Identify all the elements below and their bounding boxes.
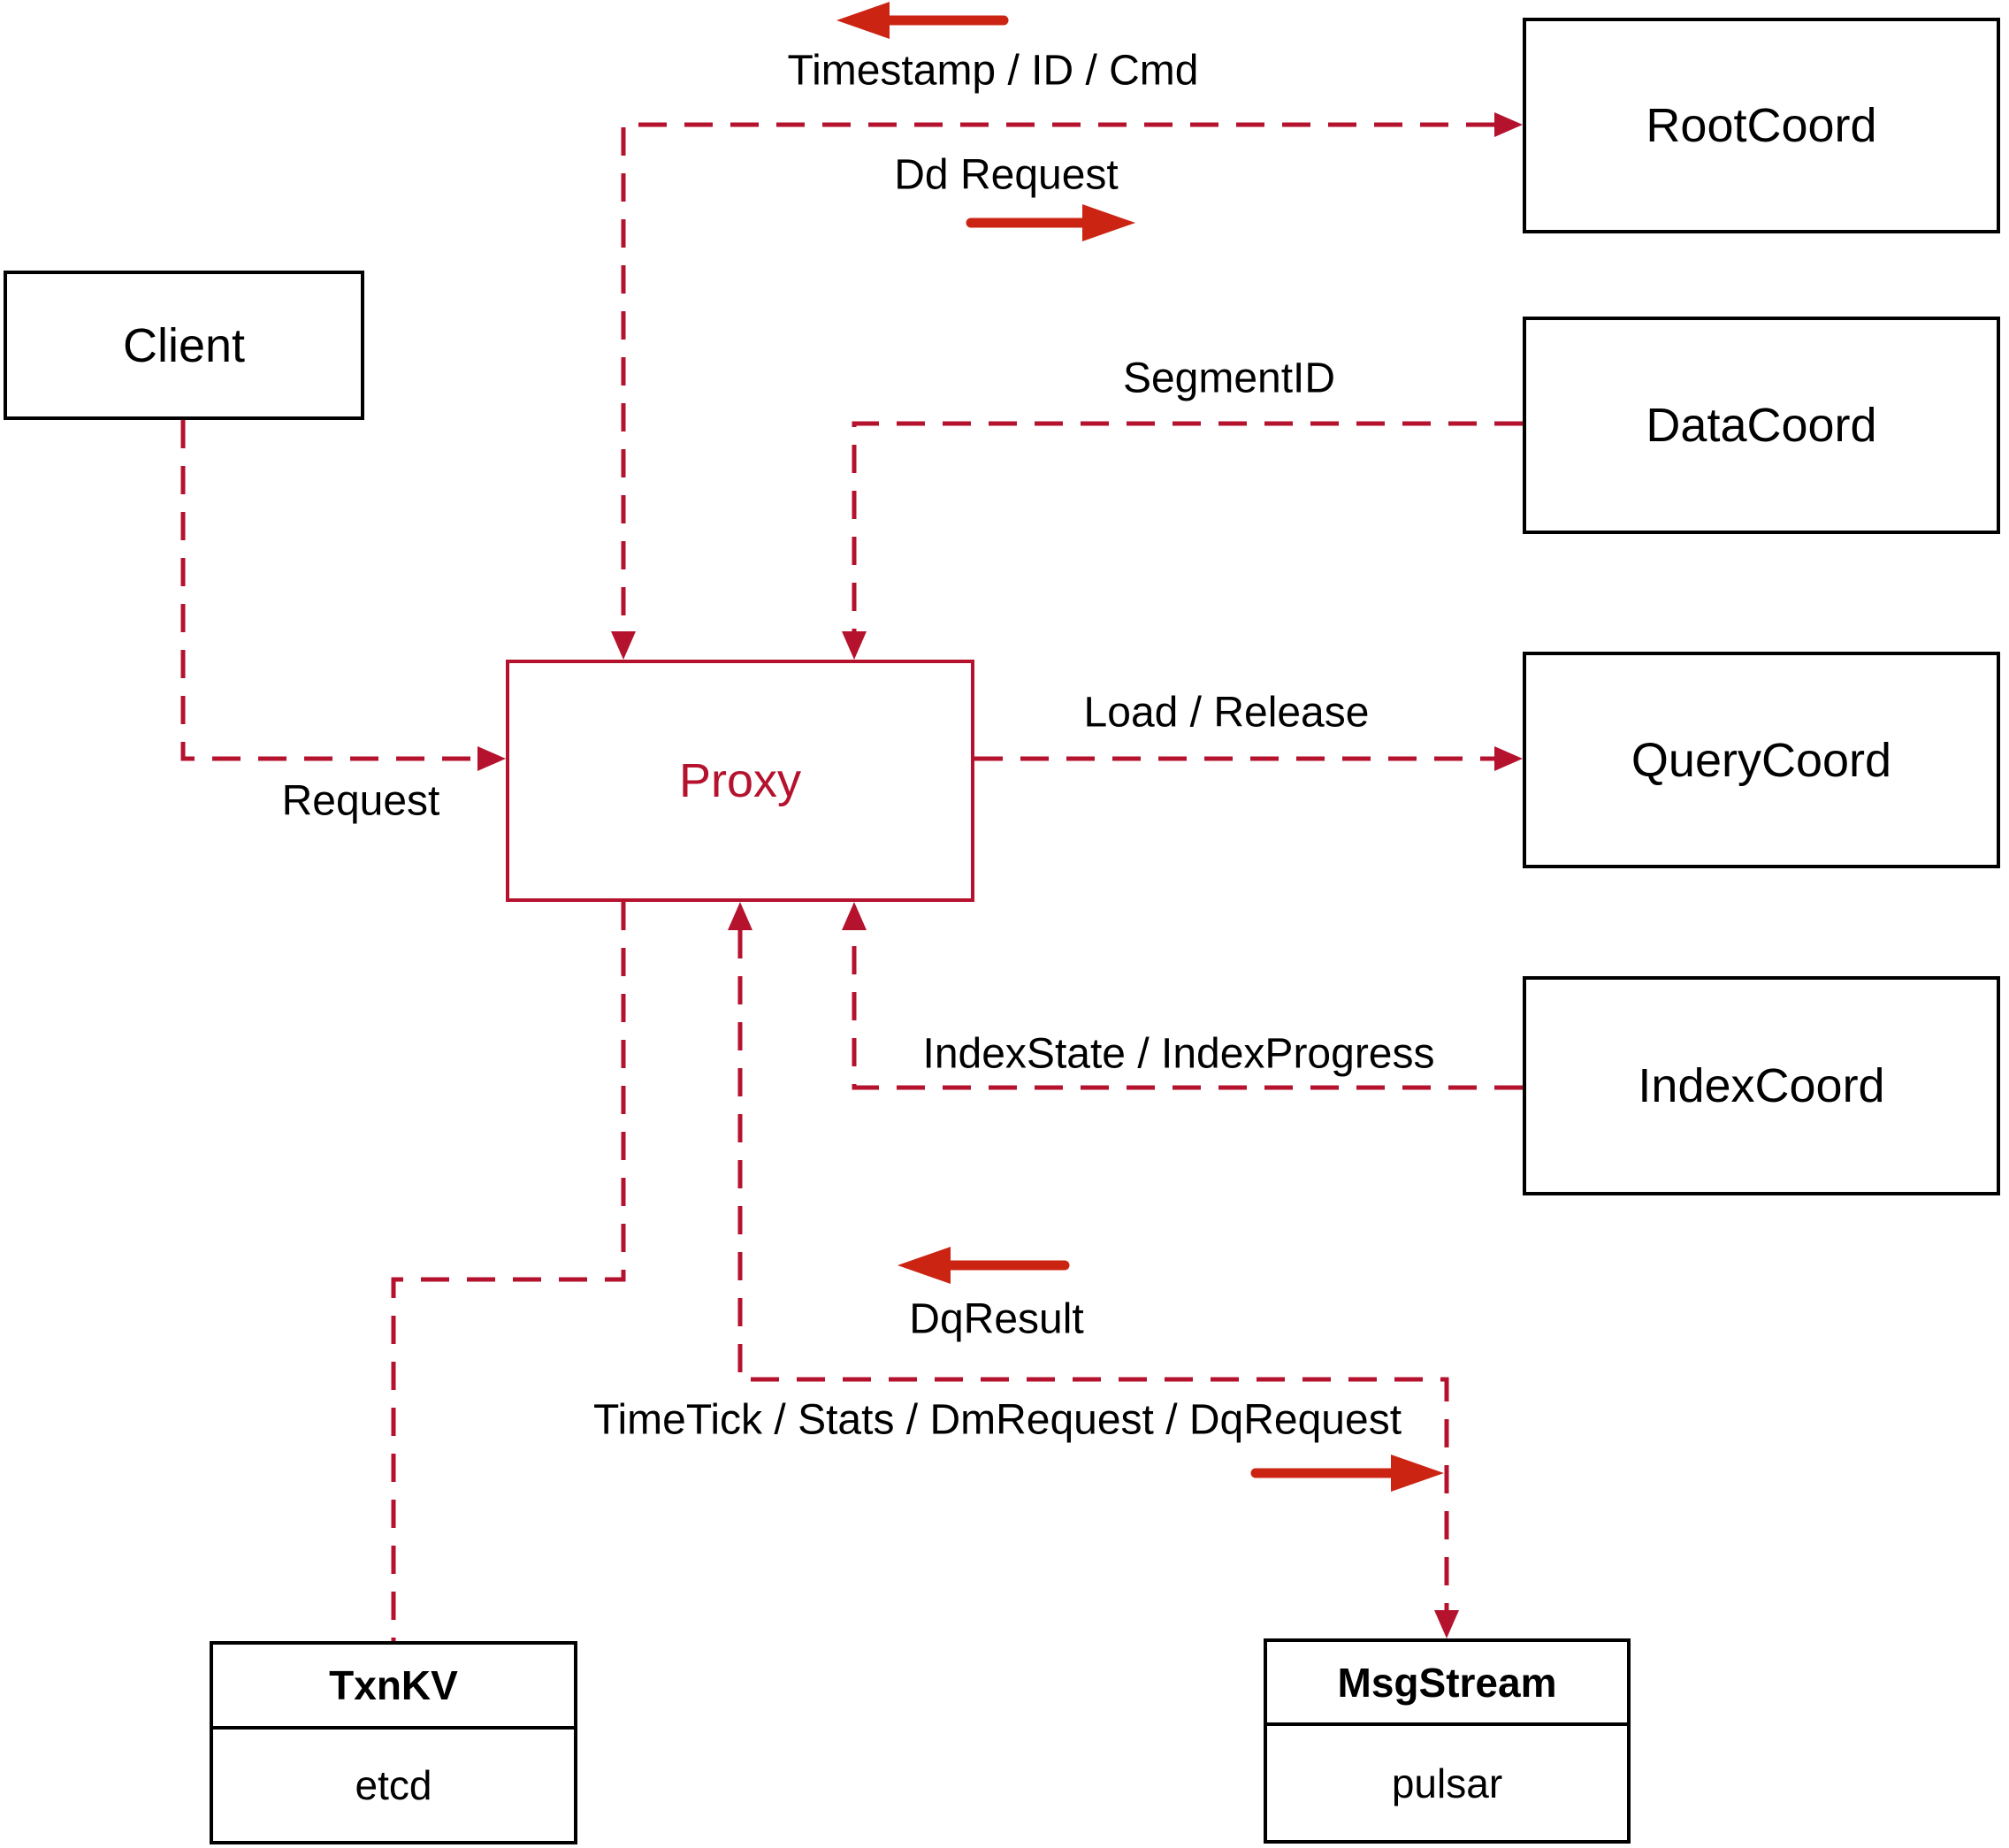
txnkv-body: etcd xyxy=(213,1730,574,1841)
left-arrow-icon xyxy=(836,2,890,39)
right-arrow-icon xyxy=(1082,204,1135,241)
right-arrow-icon xyxy=(1391,1455,1444,1492)
direction-arrow-msgstream-to-proxy xyxy=(898,1247,1070,1284)
node-txnkv-label: TxnKV xyxy=(329,1662,458,1708)
edge-datacoord-proxy xyxy=(842,421,1523,660)
arrowhead-into-proxy-left xyxy=(477,746,506,771)
edge-proxy-querycoord xyxy=(974,746,1523,771)
edge-client-proxy xyxy=(180,420,506,771)
edge-label-load-release: Load / Release xyxy=(1083,689,1370,737)
arrowhead-into-proxy-bottom-left xyxy=(728,902,752,930)
edge-indexcoord-proxy xyxy=(842,902,1523,1090)
node-proxy: Proxy xyxy=(506,660,974,902)
edge-label-timestamp-id-cmd: Timestamp / ID / Cmd xyxy=(787,47,1199,95)
node-msgstream-label: MsgStream xyxy=(1337,1659,1557,1706)
direction-arrow-rootcoord-to-proxy xyxy=(836,2,1009,39)
arrowhead-into-rootcoord xyxy=(1494,112,1523,137)
edge-proxy-txnkv xyxy=(391,902,626,1641)
node-querycoord: QueryCoord xyxy=(1523,652,2000,868)
edge-proxy-rootcoord xyxy=(611,112,1523,660)
node-proxy-label: Proxy xyxy=(678,754,802,807)
arrowhead-into-proxy-bottom-right xyxy=(842,902,867,930)
edge-label-segmentid: SegmentID xyxy=(1122,355,1336,402)
node-client-label: Client xyxy=(122,318,246,372)
node-indexcoord-label: IndexCoord xyxy=(1638,1059,1885,1112)
arrowhead-into-proxy-top-right xyxy=(842,631,867,660)
direction-arrow-proxy-to-msgstream xyxy=(1250,1455,1444,1492)
node-client: Client xyxy=(4,271,364,420)
arrowhead-into-msgstream xyxy=(1434,1610,1459,1638)
node-datacoord: DataCoord xyxy=(1523,317,2000,534)
arrowhead-into-proxy-top-left xyxy=(611,631,636,660)
edge-label-dd-request: Dd Request xyxy=(894,151,1119,199)
msgstream-body: pulsar xyxy=(1267,1726,1627,1840)
edge-label-dqresult: DqResult xyxy=(909,1295,1084,1343)
left-arrow-icon xyxy=(898,1247,951,1284)
direction-arrow-proxy-to-rootcoord xyxy=(966,204,1135,241)
node-querycoord-label: QueryCoord xyxy=(1631,733,1892,787)
arrowhead-into-querycoord xyxy=(1494,746,1523,771)
edge-label-indexstate-indexprogress: IndexState / IndexProgress xyxy=(922,1030,1435,1078)
node-rootcoord: RootCoord xyxy=(1523,18,2000,233)
node-indexcoord: IndexCoord xyxy=(1523,976,2000,1195)
edge-label-timetick-stats: TimeTick / Stats / DmRequest / DqRequest xyxy=(592,1396,1402,1444)
edge-proxy-msgstream xyxy=(728,902,1459,1638)
node-msgstream: MsgStream pulsar xyxy=(1264,1638,1631,1844)
node-rootcoord-label: RootCoord xyxy=(1646,99,1877,152)
edge-label-request: Request xyxy=(281,777,440,825)
txnkv-header: TxnKV xyxy=(213,1645,574,1730)
node-txnkv: TxnKV etcd xyxy=(210,1641,577,1844)
node-datacoord-label: DataCoord xyxy=(1646,399,1877,452)
node-txnkv-impl-label: etcd xyxy=(355,1762,432,1808)
msgstream-header: MsgStream xyxy=(1267,1642,1627,1726)
node-msgstream-impl-label: pulsar xyxy=(1391,1760,1503,1806)
